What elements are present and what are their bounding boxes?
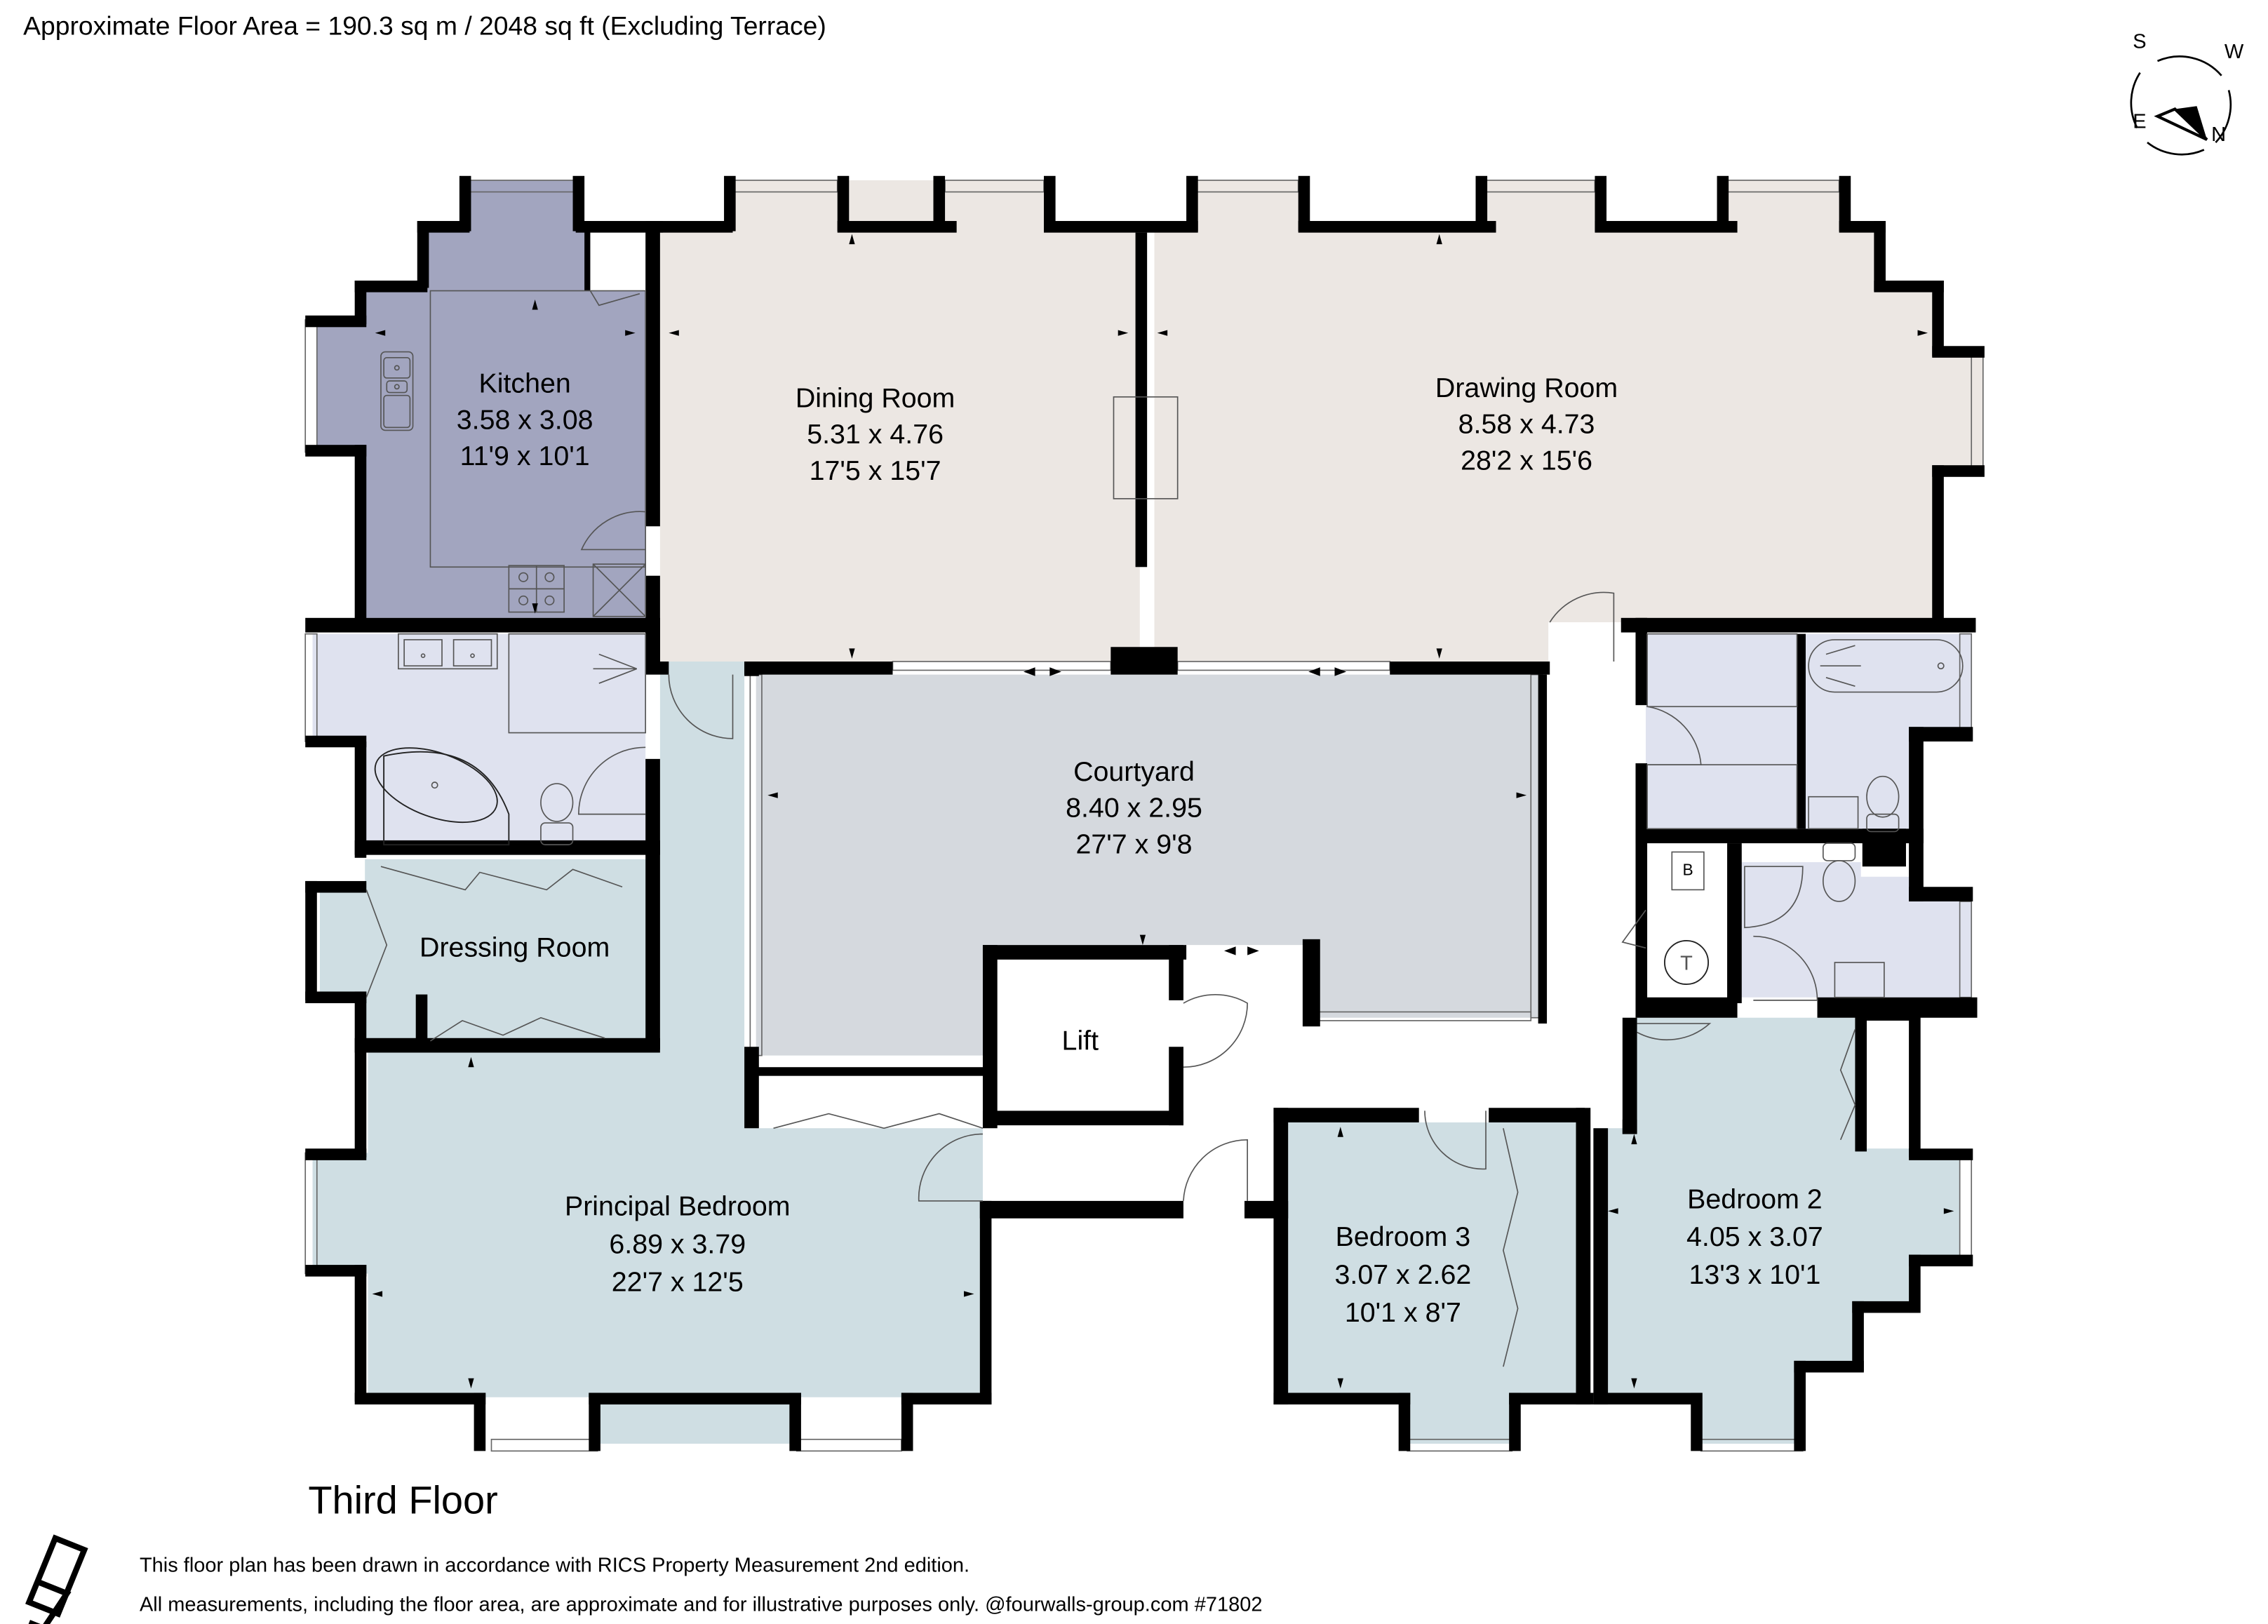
fireplace-icon [1113, 396, 1179, 499]
family-bathroom-fixtures [1646, 633, 1964, 998]
drawing-room-area [1154, 180, 1983, 662]
shower-tray-icon [1744, 866, 1804, 929]
drawing-metric: 8.58 x 4.73 [1458, 409, 1595, 440]
shower-room-area [1738, 862, 1972, 998]
courtyard-metric: 8.40 x 2.95 [1066, 793, 1202, 824]
family-bathroom-area [1645, 633, 1972, 833]
compass-s: S [2133, 30, 2146, 53]
ensuite-fixtures [374, 633, 646, 846]
compass-icon: S W E N [2130, 30, 2244, 156]
dining-room-area [659, 180, 1140, 662]
principal-metric: 6.89 x 3.79 [609, 1229, 746, 1260]
sink-icon [380, 351, 414, 431]
doors [668, 591, 1856, 1367]
ensuite-bathroom-area [312, 633, 646, 845]
bedroom2-name: Bedroom 2 [1687, 1183, 1823, 1214]
boiler-label: B [1682, 861, 1693, 879]
room-drawing-label: Drawing Room 8.58 x 4.73 28'2 x 15'6 [1435, 373, 1618, 476]
room-bedroom3-label: Bedroom 3 3.07 x 2.62 10'1 x 8'7 [1335, 1221, 1472, 1328]
drawing-imperial: 28'2 x 15'6 [1461, 445, 1592, 476]
compass-w: W [2225, 41, 2244, 63]
bedroom3-metric: 3.07 x 2.62 [1335, 1259, 1472, 1290]
kitchen-name: Kitchen [479, 368, 571, 399]
courtyard-name: Courtyard [1073, 756, 1195, 787]
dining-name: Dining Room [796, 382, 955, 413]
footer-line-1: This floor plan has been drawn in accord… [140, 1554, 969, 1576]
bedroom2-imperial: 13'3 x 10'1 [1689, 1259, 1820, 1290]
wardrobe-doors [365, 866, 984, 1129]
tank-label: T [1680, 952, 1693, 974]
sliding-door-arrows [1023, 667, 1347, 955]
courtyard-area [756, 674, 1538, 1056]
bedroom-2-area [1593, 1017, 1960, 1444]
courtyard-imperial: 27'7 x 9'8 [1075, 829, 1192, 860]
basin-icon [1808, 796, 1859, 830]
dimension-ticks [372, 234, 1954, 1389]
boiler-symbols: B T [1664, 851, 1710, 986]
compass-n: N [2211, 123, 2226, 146]
principal-imperial: 22'7 x 12'5 [612, 1266, 744, 1297]
basin-icon [1834, 962, 1885, 998]
room-bedroom2-label: Bedroom 2 4.05 x 3.07 13'3 x 10'1 [1686, 1183, 1823, 1290]
bedroom2-metric: 4.05 x 3.07 [1686, 1221, 1823, 1252]
bath-icon [383, 751, 510, 846]
toilet-icon [1866, 775, 1900, 833]
kitchen-imperial: 11'9 x 10'1 [460, 441, 590, 471]
room-dining-label: Dining Room 5.31 x 4.76 17'5 x 15'7 [796, 382, 955, 486]
lift-name: Lift [1062, 1025, 1099, 1056]
floor-title: Third Floor [308, 1477, 497, 1522]
dining-metric: 5.31 x 4.76 [807, 419, 944, 450]
dressing-room-name: Dressing Room [420, 932, 610, 963]
walls [305, 175, 1985, 1451]
kitchen-metric: 3.58 x 3.08 [457, 404, 593, 435]
principal-name: Principal Bedroom [565, 1191, 791, 1222]
toilet-icon [540, 783, 574, 845]
boiler-cupboard-area [1645, 862, 1728, 999]
shower-head-icon [593, 653, 638, 684]
bedroom3-name: Bedroom 3 [1336, 1221, 1471, 1252]
room-courtyard-label: Courtyard 8.40 x 2.95 27'7 x 9'8 [1066, 756, 1202, 860]
toilet-icon [1823, 843, 1856, 902]
fourwalls-logo-icon [25, 1534, 88, 1624]
room-kitchen-label: Kitchen 3.58 x 3.08 11'9 x 10'1 [457, 368, 593, 472]
bath-icon [1808, 639, 1964, 693]
dressing-room-area [319, 859, 646, 1045]
room-principal-label: Principal Bedroom 6.89 x 3.79 22'7 x 12'… [565, 1191, 791, 1298]
kitchen-fixtures [380, 290, 646, 617]
floor-area-heading: Approximate Floor Area = 190.3 sq m / 20… [23, 11, 826, 41]
footer-line-2: All measurements, including the floor ar… [140, 1593, 1263, 1616]
dining-imperial: 17'5 x 15'7 [810, 455, 941, 486]
bedroom3-imperial: 10'1 x 8'7 [1345, 1297, 1461, 1328]
bedroom-3-area [1285, 1122, 1576, 1444]
compass-e: E [2133, 110, 2146, 133]
drawing-name: Drawing Room [1435, 373, 1618, 403]
